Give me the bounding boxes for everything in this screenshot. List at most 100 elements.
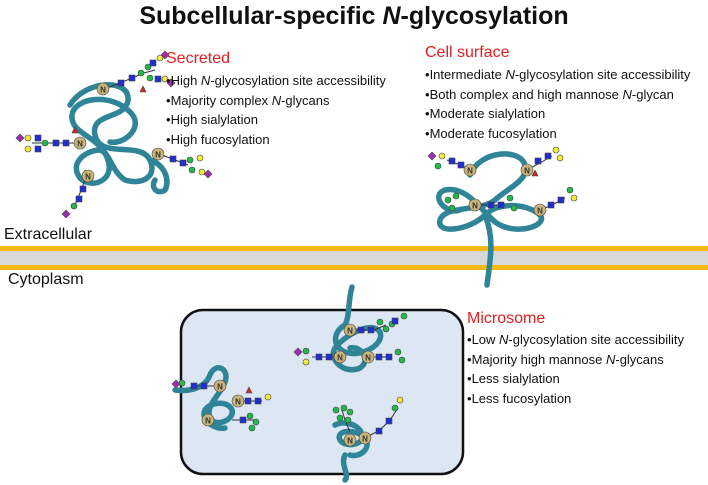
fucose-triangle	[139, 85, 147, 93]
glycosite-badge	[463, 163, 477, 177]
glycosite-badge	[343, 323, 357, 337]
glycosite-badge	[81, 169, 95, 183]
glcnac-square	[448, 157, 456, 165]
glycosite-badge	[201, 413, 215, 427]
glycosite-label: N	[235, 398, 241, 407]
glcnac-square	[457, 161, 465, 169]
glcnac-square	[52, 139, 60, 147]
mannose-circle	[398, 356, 406, 364]
cytoplasm-label: Cytoplasm	[8, 271, 84, 288]
sialic-acid-diamond	[427, 151, 437, 161]
list-item: Majority high mannose N-glycans	[467, 350, 684, 370]
galactose-circle	[302, 358, 310, 366]
glycosite-badge	[231, 394, 245, 408]
microsome-heading: Microsome	[467, 310, 546, 327]
mannose-circle	[252, 418, 260, 426]
list-item: Moderate sialylation	[425, 104, 690, 124]
mannose-circle	[382, 325, 390, 333]
mannose-circle	[376, 318, 384, 326]
list-item: Majority complex N-glycans	[166, 91, 386, 111]
glycosite-label: N	[472, 202, 478, 211]
glcnac-square	[239, 416, 247, 424]
galactose-circle	[24, 134, 32, 142]
cell-surface-heading: Cell surface	[425, 44, 510, 61]
sialic-acid-diamond	[203, 169, 213, 179]
galactose-circle	[570, 194, 578, 202]
glcnac-square	[34, 145, 42, 153]
glycosite-label: N	[217, 383, 223, 392]
glcnac-square	[128, 74, 136, 82]
glcnac-square	[117, 79, 125, 87]
protein-chain	[67, 82, 170, 195]
glcnac-square	[169, 155, 177, 163]
glcnac-square	[357, 326, 365, 334]
glycosite-label: N	[337, 354, 343, 363]
mannose-circle	[137, 69, 145, 77]
galactose-circle	[552, 146, 560, 154]
mannose-circle	[394, 348, 402, 356]
glycosite-badge	[468, 198, 482, 212]
glycosite-badge	[358, 431, 372, 445]
microsome-glycoprotein-2: N N N	[171, 365, 272, 432]
fucose-triangle	[531, 169, 539, 177]
glcnac-square	[149, 59, 157, 67]
glcnac-square	[200, 382, 208, 390]
fucose-triangle	[245, 386, 253, 394]
glycosite-label: N	[347, 327, 353, 336]
list-item: High fucosylation	[166, 130, 386, 150]
glycosite-label: N	[77, 140, 83, 149]
galactose-circle	[264, 393, 272, 401]
glycosite-badge	[361, 350, 375, 364]
glycosite-badge	[96, 82, 110, 96]
glycosite-label: N	[524, 167, 530, 176]
glycosite-badge	[533, 203, 547, 217]
mannose-circle	[146, 74, 154, 82]
mannose-circle	[178, 379, 186, 387]
list-item: Less fucosylation	[467, 389, 684, 409]
cell-surface-list: Intermediate N-glycosylation site access…	[425, 65, 691, 143]
glycosite-label: N	[467, 167, 473, 176]
glycosite-badge	[343, 433, 357, 447]
glycosite-label: N	[362, 435, 368, 444]
glycosite-badge	[151, 147, 165, 161]
galactose-circle	[396, 396, 404, 404]
plasma-membrane	[0, 246, 708, 270]
secreted-list: High N-glycosylation site accessibility …	[166, 71, 386, 149]
mannose-circle	[346, 408, 354, 416]
glcnac-square	[534, 157, 542, 165]
mannose-circle	[340, 404, 348, 412]
glcnac-square	[179, 159, 187, 167]
glycosite-label: N	[85, 173, 91, 182]
glycosite-label: N	[365, 354, 371, 363]
glycosite-label: N	[155, 151, 161, 160]
galactose-circle	[198, 168, 206, 176]
glycosite-label: N	[537, 207, 543, 216]
glycosite-badge	[213, 379, 227, 393]
mannose-circle	[400, 312, 408, 320]
mannose-circle	[188, 166, 196, 174]
mannose-circle	[336, 414, 344, 422]
sialic-acid-diamond	[293, 347, 303, 357]
glycosite-label: N	[347, 437, 353, 446]
glycosite-badge	[333, 350, 347, 364]
glcnac-square	[254, 397, 262, 405]
mannose-circle	[444, 196, 452, 204]
list-item: High N-glycosylation site accessibility	[166, 71, 386, 91]
sialic-acid-diamond	[15, 133, 25, 143]
microsome-list: Low N-glycosylation site accessibility M…	[467, 330, 684, 408]
glycosite-label: N	[100, 86, 106, 95]
galactose-circle	[196, 154, 204, 162]
galactose-circle	[438, 152, 446, 160]
glcnac-square	[190, 382, 198, 390]
list-item: Low N-glycosylation site accessibility	[467, 330, 684, 350]
glcnac-square	[391, 317, 399, 325]
mannose-circle	[144, 63, 152, 71]
mannose-circle	[506, 194, 514, 202]
mannose-circle	[302, 347, 310, 355]
mannose-circle	[41, 139, 49, 147]
galactose-circle	[156, 54, 164, 62]
glcnac-square	[154, 75, 162, 83]
mannose-circle	[566, 186, 574, 194]
mannose-circle	[332, 406, 340, 414]
